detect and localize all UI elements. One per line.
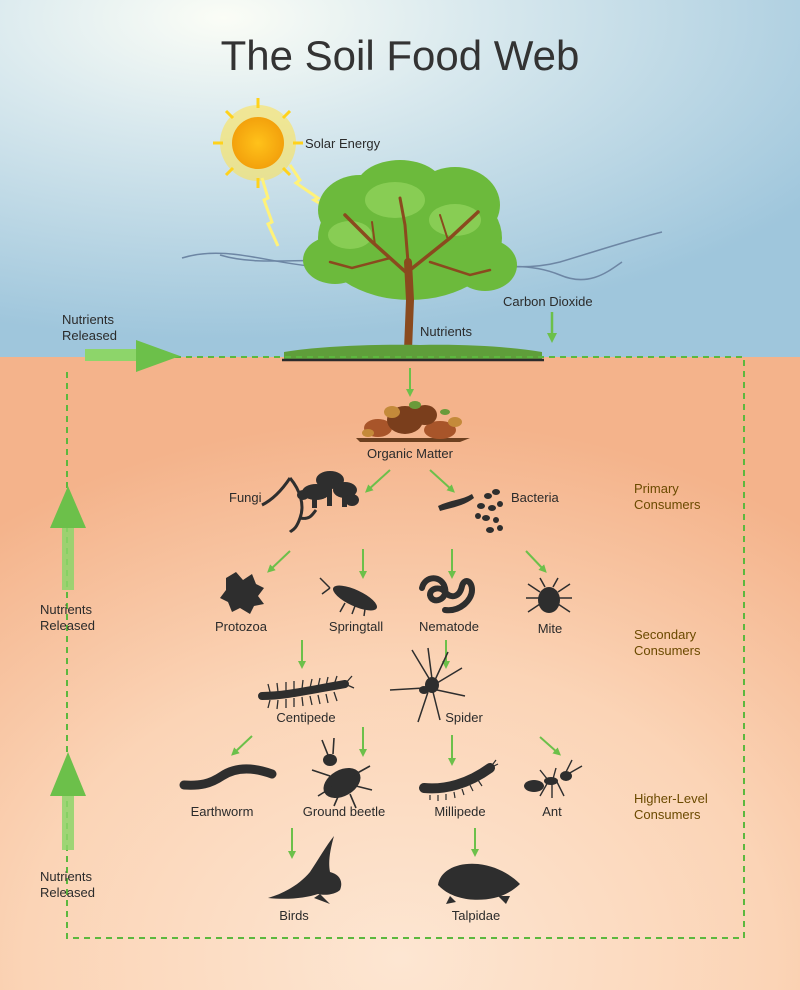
label-bacteria: Bacteria bbox=[511, 490, 559, 505]
talpidae-icon bbox=[438, 863, 520, 904]
label-nutrients-released-top: Nutrients Released bbox=[62, 312, 117, 343]
label-earthworm: Earthworm bbox=[190, 804, 254, 819]
label-solar-energy: Solar Energy bbox=[305, 136, 381, 151]
label-nutrients: Nutrients bbox=[420, 324, 473, 339]
spider-icon bbox=[389, 647, 466, 723]
ground-beetle-icon bbox=[311, 737, 373, 809]
level-higher-consumers: Higher-Level Consumers bbox=[634, 791, 708, 822]
page-title: The Soil Food Web bbox=[220, 32, 580, 79]
earthworm-icon bbox=[179, 764, 277, 790]
label-millipede: Millipede bbox=[434, 804, 486, 819]
label-centipede: Centipede bbox=[276, 710, 336, 725]
bacteria-icon bbox=[438, 489, 503, 533]
label-nutrients-released-mid: Nutrients Released bbox=[40, 602, 95, 633]
nutrient-loop-dashed bbox=[66, 356, 745, 939]
sunbeam-down bbox=[260, 177, 280, 247]
label-ant: Ant bbox=[542, 804, 562, 819]
label-protozoa: Protozoa bbox=[214, 619, 268, 634]
nutrients-released-arrow-up-1 bbox=[50, 486, 86, 590]
mite-icon bbox=[526, 577, 572, 613]
label-talpidae: Talpidae bbox=[451, 908, 501, 923]
label-carbon-dioxide: Carbon Dioxide bbox=[503, 294, 593, 309]
level-secondary-consumers: Secondary Consumers bbox=[634, 627, 701, 658]
millipede-icon bbox=[419, 759, 499, 801]
label-organic-matter: Organic Matter bbox=[367, 446, 453, 461]
label-ground-beetle: Ground beetle bbox=[302, 804, 386, 819]
label-mite: Mite bbox=[537, 621, 563, 636]
nutrients-released-arrow-up-2 bbox=[50, 752, 86, 850]
bird-icon bbox=[268, 836, 342, 904]
organic-matter-icon bbox=[356, 401, 470, 442]
nematode-icon bbox=[419, 575, 476, 614]
nutrients-released-arrow-right bbox=[85, 340, 180, 372]
soil-background bbox=[0, 357, 800, 990]
sunbeam-right bbox=[288, 164, 339, 216]
level-primary-consumers: Primary Consumers bbox=[634, 481, 701, 512]
food-web-arrows bbox=[231, 368, 561, 859]
centipede-icon bbox=[258, 675, 355, 710]
fungi-icon bbox=[261, 471, 359, 534]
label-birds: Birds bbox=[279, 908, 309, 923]
sun-icon bbox=[213, 98, 303, 188]
label-fungi: Fungi bbox=[229, 490, 262, 505]
tree-icon bbox=[303, 160, 517, 354]
protozoa-icon bbox=[220, 572, 264, 614]
label-spider: Spider bbox=[445, 710, 483, 725]
ant-icon bbox=[524, 759, 583, 798]
label-springtail: Springtall bbox=[328, 619, 384, 634]
label-nematode: Nematode bbox=[419, 619, 479, 634]
springtail-icon bbox=[319, 577, 378, 617]
label-nutrients-released-bottom: Nutrients Released bbox=[40, 869, 95, 900]
